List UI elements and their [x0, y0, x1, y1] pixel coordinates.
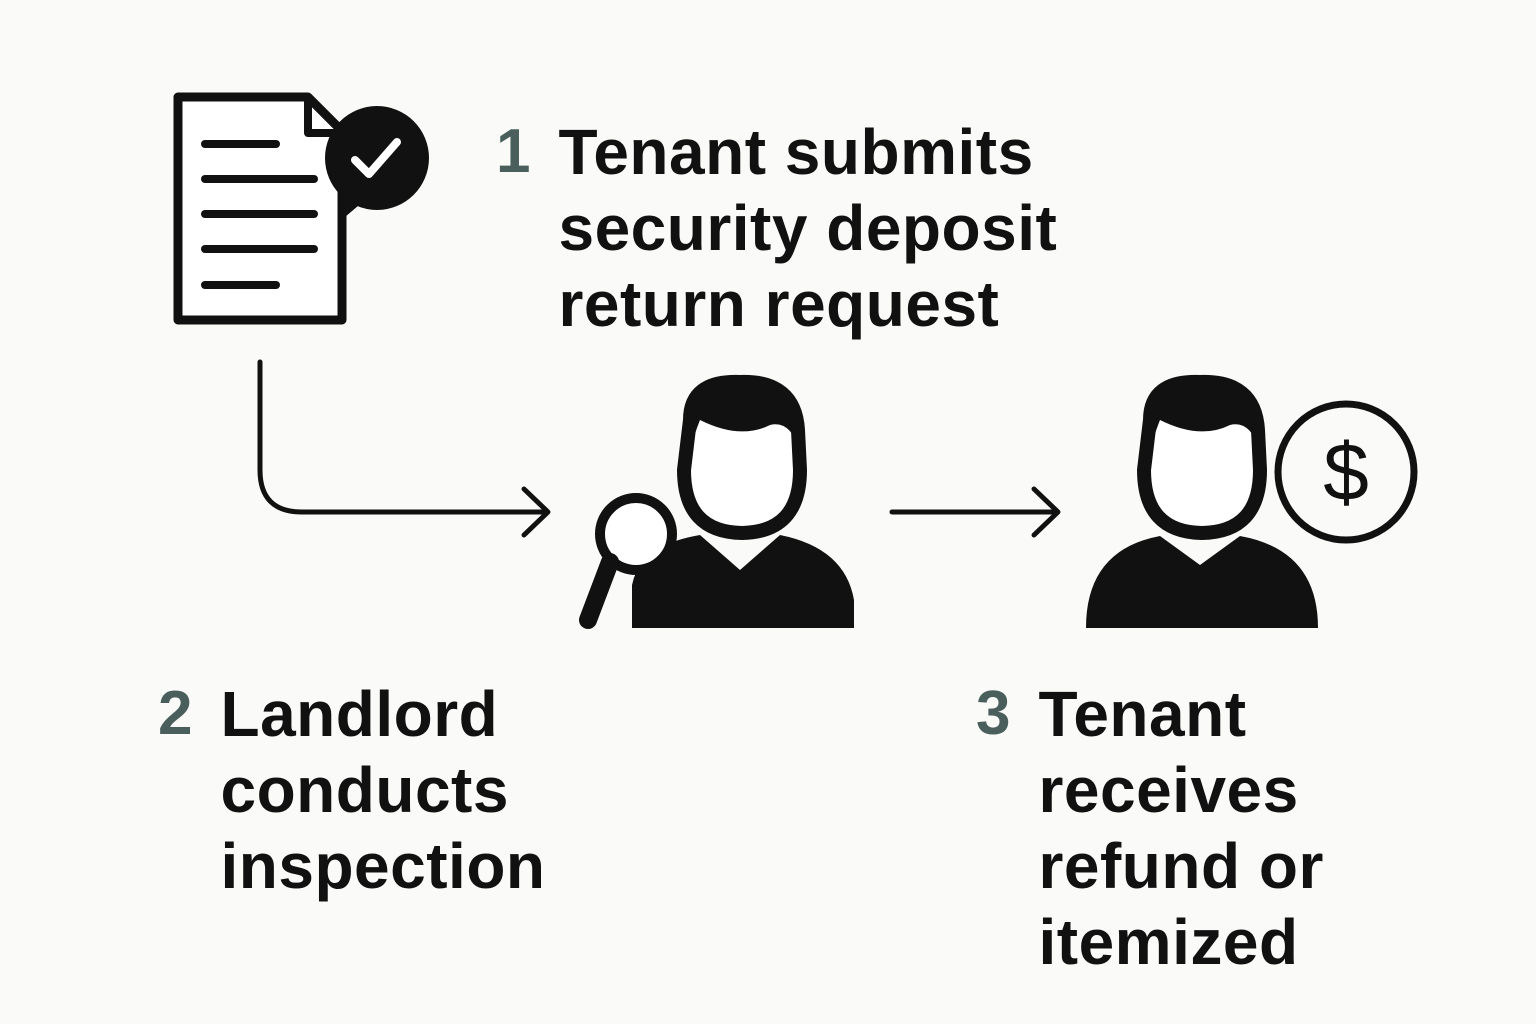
step-text-line: return request [558, 268, 1000, 340]
step-1: 1 Tenant submits security deposit return… [496, 114, 1057, 342]
svg-text:$: $ [1323, 427, 1369, 518]
step-text-line: Tenant submits [558, 116, 1034, 188]
step-text-line: itemized [1038, 906, 1299, 978]
step-text-line: conducts [220, 754, 509, 826]
step-3: 3 Tenant receives refund or itemized [976, 676, 1324, 980]
step-text-line: security deposit [558, 192, 1058, 264]
step-text: Tenant submits security deposit return r… [558, 114, 1057, 342]
step-text-line: Landlord [220, 678, 499, 750]
step-text-line: receives [1038, 754, 1299, 826]
step-text-line: refund or [1038, 830, 1324, 902]
arrow-right-icon [889, 486, 1061, 538]
step-number: 1 [496, 117, 531, 186]
arrow-right-icon [257, 359, 551, 538]
step-text: Landlord conducts inspection [220, 676, 545, 904]
step-number: 3 [976, 679, 1011, 748]
step-text: Tenant receives refund or itemized [1038, 676, 1323, 980]
step-text-line: inspection [220, 830, 546, 902]
step-2: 2 Landlord conducts inspection [158, 676, 546, 904]
person-magnifier-icon [579, 374, 854, 629]
step-number: 2 [158, 679, 193, 748]
person-dollar-icon: $ [1086, 374, 1418, 628]
document-check-icon [173, 92, 429, 325]
step-text-line: Tenant [1038, 678, 1247, 750]
